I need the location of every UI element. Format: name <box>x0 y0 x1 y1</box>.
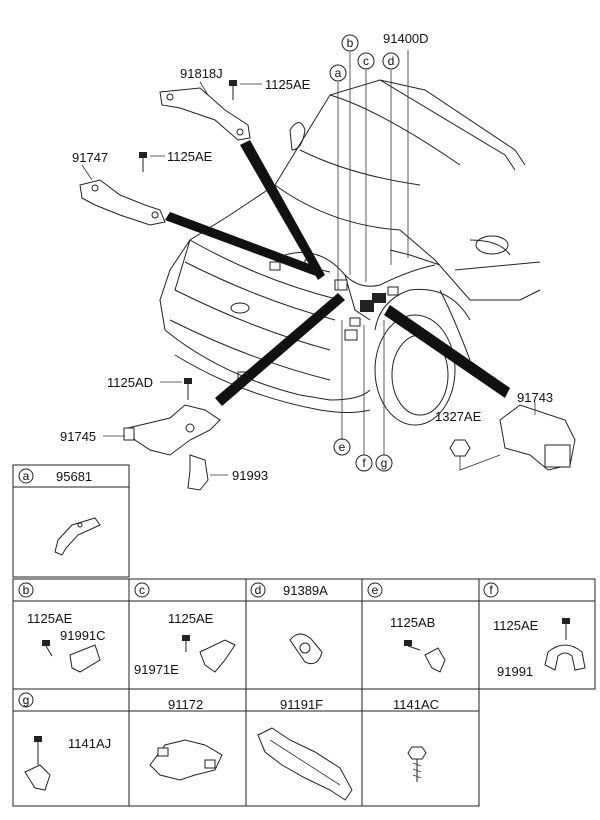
callout-b: b <box>347 36 354 50</box>
cell-91191F: 91191F <box>257 697 353 801</box>
cell-a: a 95681 <box>18 468 101 556</box>
part-91745-bracket <box>103 404 221 456</box>
cell-d: d 91389A <box>250 582 328 665</box>
callout-a: a <box>335 66 342 80</box>
part-91818J-bracket <box>159 81 251 141</box>
cell-f-label-1: 1125AE <box>493 618 539 633</box>
cell-1141AC-part: 1141AC <box>393 697 439 712</box>
nut-1327AE-icon <box>449 439 501 471</box>
cell-f-letter: f <box>489 583 493 597</box>
cell-e: e 1125AB <box>367 582 446 673</box>
label-91745: 91745 <box>60 429 96 444</box>
cell-d-part: 91389A <box>283 583 328 598</box>
bolt-1125AE-b-icon <box>139 152 165 172</box>
callout-e: e <box>339 440 346 454</box>
cell-b-letter: b <box>23 583 30 597</box>
cell-b-label-2: 91991C <box>60 628 106 643</box>
cell-1141AC: 1141AC <box>393 697 439 782</box>
label-91400D: 91400D <box>383 31 429 46</box>
cell-c-letter: c <box>139 583 145 597</box>
cell-a-letter: a <box>23 469 30 483</box>
part-91743-bracket <box>499 402 576 471</box>
cell-g-label-1: 1141AJ <box>68 736 111 751</box>
cell-a-part: 95681 <box>56 469 92 484</box>
cell-c-label-1: 1125AE <box>168 611 214 626</box>
callout-markers: a b c d e f g <box>329 34 400 472</box>
label-1125AE-b: 1125AE <box>167 149 213 164</box>
label-1125AE-a: 1125AE <box>265 77 311 92</box>
cell-f-label-2: 91991 <box>497 664 533 679</box>
part-91747-bracket <box>79 164 166 226</box>
leader-arrows <box>165 140 510 406</box>
callout-g: g <box>381 456 388 470</box>
callout-c: c <box>363 54 369 68</box>
part-91993-bracket <box>187 454 228 491</box>
bolt-1125AD-icon <box>160 378 192 400</box>
callout-f: f <box>362 456 366 470</box>
cell-91172: 91172 <box>149 697 223 781</box>
label-91747: 91747 <box>72 150 108 165</box>
cell-e-label-1: 1125AB <box>390 615 435 630</box>
cell-c-label-2: 91971E <box>134 662 179 677</box>
cell-c: c 1125AE 91971E <box>134 582 236 677</box>
cell-91172-part: 91172 <box>168 697 203 712</box>
cell-b: b 1125AE 91991C <box>18 582 106 673</box>
cell-d-letter: d <box>255 583 262 597</box>
cell-b-label-1: 1125AE <box>27 611 73 626</box>
callout-d: d <box>388 54 395 68</box>
cell-g-letter: g <box>23 693 30 707</box>
label-91743: 91743 <box>517 390 553 405</box>
bolt-1125AE-a-icon <box>229 80 262 100</box>
cell-g: g 1141AJ <box>18 692 111 791</box>
vehicle-outline <box>159 79 541 426</box>
main-labels: 91818J 1125AE 91747 1125AE 91400D 1125AD… <box>60 31 553 483</box>
label-1327AE: 1327AE <box>435 409 482 424</box>
cell-e-letter: e <box>372 583 379 597</box>
label-1125AD: 1125AD <box>107 375 153 390</box>
callout-leaders <box>337 50 409 455</box>
label-91993: 91993 <box>232 468 268 483</box>
label-91818J: 91818J <box>180 66 223 81</box>
cell-91191F-part: 91191F <box>280 697 323 712</box>
parts-grid <box>12 464 596 807</box>
cell-f: f 1125AE 91991 <box>483 582 586 679</box>
